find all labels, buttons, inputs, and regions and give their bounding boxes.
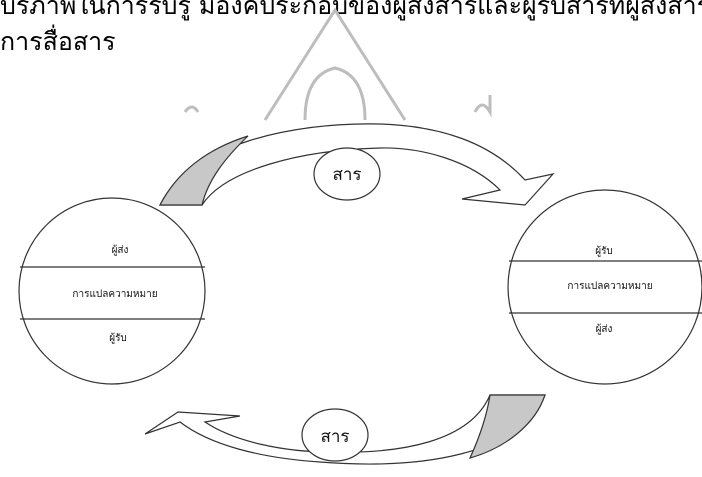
receiver-bottom-label: ผู้ส่ง (596, 323, 613, 335)
receiver-top-label: ผู้รับ (595, 245, 613, 257)
receiver-circle-outline (507, 189, 702, 385)
watermark-dome (303, 66, 367, 121)
header-text: บริภาพในการรับรู้ มีองค์ประกอบของผู้ส่งส… (0, 0, 702, 60)
watermark-mark-right (473, 95, 492, 118)
top-message-outline (313, 147, 381, 201)
bottom-arrow-shade (468, 394, 546, 459)
top-arrow-outline (159, 123, 555, 206)
header-line-2: การสื่อสาร (0, 27, 116, 56)
sender-middle-label: การแปลความหมาย (72, 289, 157, 300)
bottom-message-outline (301, 408, 369, 462)
watermark-mark-left (183, 105, 200, 113)
sender-bottom-label: ผู้รับ (109, 332, 127, 344)
top-arrow-shade (159, 135, 249, 206)
watermark-triangle (263, 7, 407, 121)
top-message-bubble: สาร (313, 147, 381, 201)
bottom-arrow (144, 394, 546, 465)
bottom-message-bubble: สาร (301, 408, 369, 462)
header-line-1: บริภาพในการรับรู้ มีองค์ประกอบของผู้ส่งส… (0, 0, 702, 20)
sender-circle-outline (18, 197, 206, 385)
receiver-circle: ผู้รับ การแปลความหมาย ผู้ส่ง (507, 189, 702, 385)
top-message-label: สาร (332, 165, 361, 185)
receiver-middle-label: การแปลความหมาย (567, 281, 652, 292)
bottom-arrow-outline (144, 394, 546, 465)
sender-circle: ผู้ส่ง การแปลความหมาย ผู้รับ (18, 197, 206, 385)
bottom-message-label: สาร (320, 427, 349, 447)
sender-top-label: ผู้ส่ง (112, 244, 129, 256)
top-arrow (159, 123, 555, 206)
watermark-emblem (183, 7, 492, 121)
